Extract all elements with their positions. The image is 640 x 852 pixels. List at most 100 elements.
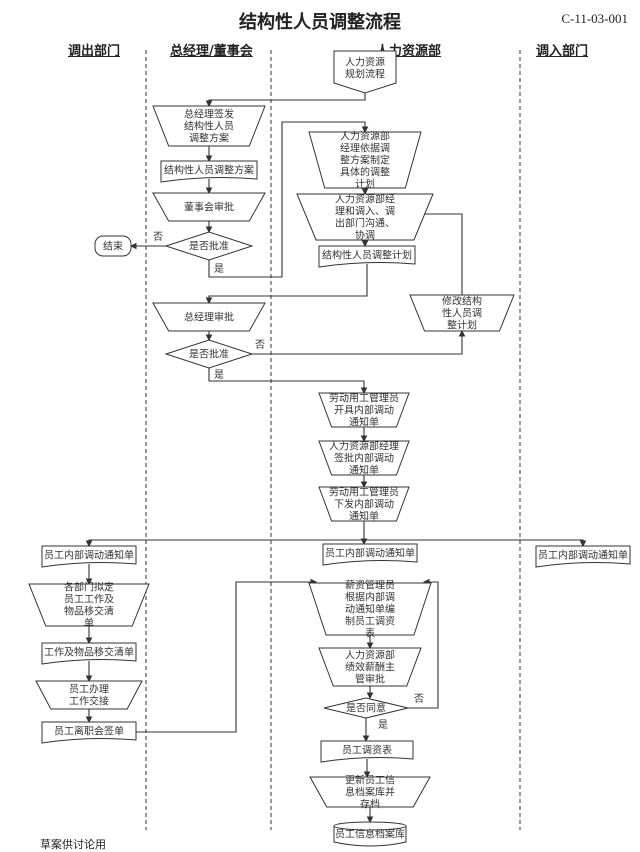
lane-header-out-dept: 调出部门 <box>68 44 121 59</box>
node-label: 各部门拟定 <box>64 581 114 594</box>
node-label: 计划 <box>355 178 375 191</box>
node-label: 结束 <box>103 240 123 253</box>
branch-label-yes: 是 <box>214 263 224 275</box>
node-label: 理和调入、调 <box>335 206 395 218</box>
node-leave-sign: 员工离职会签单 <box>41 721 137 744</box>
page-title: 结构性人员调整流程 <box>239 12 401 33</box>
node-label: 结构性人员调整方案 <box>164 164 254 177</box>
node-label: 员工内部调动通知单 <box>538 549 628 562</box>
branch-label-yes: 是 <box>378 719 388 731</box>
node-label: 工作交接 <box>69 695 109 708</box>
node-label: 签批内部调动 <box>334 452 394 465</box>
branch-label-yes: 是 <box>214 369 224 381</box>
node-label: 管审批 <box>355 673 385 686</box>
node-plan-doc2: 结构性人员调整计划 <box>318 245 416 268</box>
node-label: 工作及物品移交清单 <box>44 646 134 659</box>
node-label: 人力资源部经理 <box>329 440 399 453</box>
flow-arrow <box>208 368 368 395</box>
flow-arrow <box>208 121 369 278</box>
node-label: 是否批准 <box>189 348 229 361</box>
node-label: 薪资管理员 <box>345 579 395 592</box>
node-label: 总经理审批 <box>184 311 234 324</box>
node-label: 存档 <box>360 798 380 811</box>
flow-arrow <box>364 539 587 548</box>
node-label: 调整方案 <box>189 132 229 145</box>
lane-header-in-dept: 调入部门 <box>536 44 589 59</box>
node-gm-approve: 总经理审批 <box>152 302 266 332</box>
node-label: 物品移交清 <box>64 605 114 618</box>
node-label: 整方案制定 <box>340 154 390 167</box>
node-label: 经理依据调 <box>340 142 390 155</box>
node-label: 结构性人员 <box>184 120 234 133</box>
node-label: 人力资源 <box>345 56 385 69</box>
node-label: 整计划 <box>447 319 477 332</box>
node-label: 具体的调整 <box>340 166 390 179</box>
node-label: 人力资源部 <box>345 649 395 662</box>
node-label: 员工工作及 <box>64 594 114 606</box>
node-label: 表 <box>365 627 375 640</box>
node-label: 性人员调 <box>442 307 482 320</box>
node-label: 修改结构 <box>442 295 482 308</box>
node-plan-doc: 结构性人员调整方案 <box>160 160 258 183</box>
node-label: 是否批准 <box>189 240 229 253</box>
flow-arrow <box>416 210 463 295</box>
node-label: 绩效薪酬主 <box>345 661 395 674</box>
flow-arrow <box>408 578 439 709</box>
node-label: 出部门沟通、 <box>335 217 395 230</box>
flow-arrow <box>205 264 368 305</box>
node-label: 员工调资表 <box>342 744 392 757</box>
node-notice-out: 员工内部调动通知单 <box>41 545 137 568</box>
node-label: 制员工调资 <box>345 615 395 628</box>
node-label: 董事会审批 <box>184 201 234 214</box>
node-handover-list: 工作及物品移交清单 <box>41 642 137 665</box>
node-label: 员工内部调动通知单 <box>44 549 134 562</box>
node-label: 下发内部调动 <box>334 498 394 511</box>
node-label: 通知单 <box>349 464 379 477</box>
node-label: 员工办理 <box>69 683 109 696</box>
node-label: 开具内部调动 <box>334 404 394 417</box>
node-label: 人力资源部经 <box>335 193 395 206</box>
node-end: 结束 <box>94 235 132 257</box>
flow-arrow <box>252 329 466 355</box>
node-label: 总经理签发 <box>184 108 234 121</box>
node-approve2: 是否批准 <box>164 339 254 369</box>
node-label: 人力资源部 <box>340 130 390 143</box>
node-archive-db: 员工信息档案库 <box>333 821 407 847</box>
node-label: 息档案库并 <box>345 786 395 799</box>
node-label: 通知单 <box>349 510 379 523</box>
branch-label-no: 否 <box>255 339 265 351</box>
flow-arrow <box>205 93 366 108</box>
node-label: 员工信息档案库 <box>335 828 405 841</box>
node-board-approve: 董事会审批 <box>152 192 266 222</box>
node-label: 动通知单编 <box>345 603 395 616</box>
node-label: 更新员工信 <box>345 774 395 787</box>
flow-arrow <box>85 521 365 548</box>
node-label: 单 <box>84 618 94 630</box>
footer-note: 草案供讨论用 <box>40 838 106 851</box>
node-label: 是否同意 <box>346 702 386 715</box>
node-label: 结构性人员调整计划 <box>322 249 412 262</box>
node-label: 员工内部调动通知单 <box>325 547 415 560</box>
node-label: 协调 <box>355 229 375 242</box>
branch-label-no: 否 <box>414 693 424 705</box>
node-notice-in: 员工内部调动通知单 <box>535 545 631 568</box>
node-approve1: 是否批准 <box>164 231 254 261</box>
node-notice-hr: 员工内部调动通知单 <box>322 543 418 566</box>
node-salary-table: 员工调资表 <box>320 740 414 763</box>
flow-arrow <box>136 578 318 733</box>
node-label: 劳动用工管理员 <box>329 486 399 499</box>
